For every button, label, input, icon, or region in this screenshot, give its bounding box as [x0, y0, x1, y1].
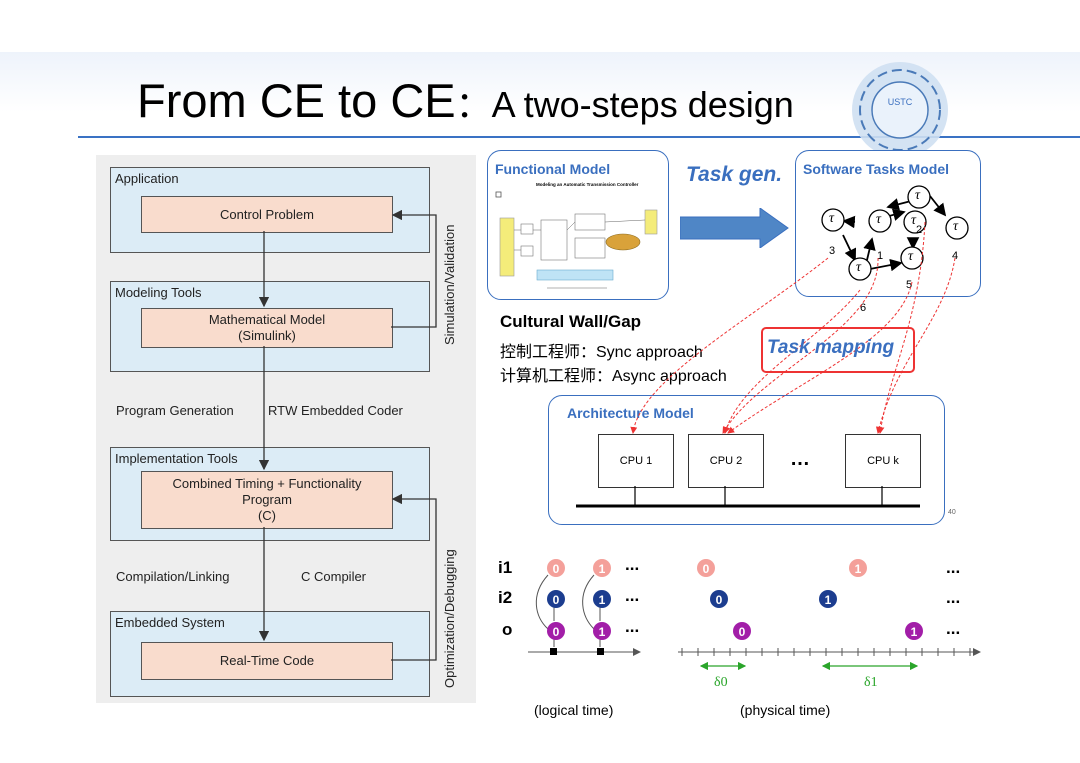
token-i1-0-physical: 0: [703, 562, 710, 576]
application-label: Application: [115, 171, 179, 186]
slide-title: From CE to CE：A two-steps design: [137, 73, 794, 128]
title-main: From CE to CE: [137, 74, 456, 127]
dots-o-physical: ...: [946, 619, 961, 638]
page-number: 40: [948, 509, 956, 516]
tau-node-b: τ: [876, 212, 882, 227]
combined-line1: Combined Timing + Functionality: [172, 476, 362, 491]
cpu-2-node: CPU 2: [688, 434, 764, 488]
control-problem-box: Control Problem: [141, 196, 393, 233]
token-i2-1-logical: 1: [599, 593, 606, 607]
token-i1-0-logical: 0: [553, 562, 560, 576]
dots-i1-physical: ...: [946, 558, 961, 577]
node-number-6: 6: [860, 302, 867, 314]
logical-time-label: (logical time): [534, 702, 614, 718]
task-mapping-label: Task mapping: [767, 337, 895, 358]
tau-node-f: τ: [856, 260, 862, 275]
real-time-code-box: Real-Time Code: [141, 642, 393, 680]
dots-o-logical: ...: [625, 617, 640, 636]
title-underline: [78, 136, 1080, 138]
combined-line2: Program: [242, 492, 292, 507]
token-o-1-physical: 1: [911, 625, 918, 639]
row-label-o: o: [502, 620, 513, 639]
task-gen-arrow-icon: [680, 208, 789, 248]
functional-model-title: Functional Model: [495, 161, 611, 177]
cultural-gap-heading: Cultural Wall/Gap: [500, 312, 642, 331]
tau-node-e: τ: [953, 219, 959, 234]
design-flow-diagram: Application Control Problem Modeling Too…: [96, 155, 476, 703]
node-number-1: 1: [877, 250, 884, 262]
title-separator: ：: [455, 84, 492, 125]
combined-line3: (C): [257, 508, 277, 523]
task-graph: [821, 185, 969, 281]
tau-node-c: τ: [915, 188, 921, 203]
modeling-tools-label: Modeling Tools: [115, 285, 202, 300]
token-o-0-physical: 0: [739, 625, 746, 639]
timing-diagram: 0 1 0 1 0 1 0 1 0 1 0 1: [528, 559, 981, 671]
c-compiler-label: C Compiler: [301, 569, 367, 584]
compilation-linking-label: Compilation/Linking: [116, 569, 230, 584]
token-o-0-logical: 0: [553, 625, 560, 639]
delta0-label: δ0: [714, 675, 728, 690]
node-number-4: 4: [952, 250, 959, 262]
math-model-line1: Mathematical Model: [208, 312, 326, 327]
title-subtitle: A two-steps design: [491, 84, 794, 125]
rtw-coder-label: RTW Embedded Coder: [268, 403, 403, 418]
dots-i2-logical: ...: [625, 586, 640, 605]
functional-model-inner-title: Modeling an Automatic Transmission Contr…: [536, 182, 639, 187]
token-i2-0-physical: 0: [716, 593, 723, 607]
task-mapping-box: [761, 327, 915, 373]
architecture-bus: [576, 486, 920, 508]
dots-i2-physical: ...: [946, 588, 961, 607]
token-i1-1-logical: 1: [599, 562, 606, 576]
tau-node-d: τ: [911, 213, 917, 228]
flow-arrows: [258, 209, 437, 661]
node-number-2: 2: [916, 224, 923, 236]
cpu-k-node: CPU k: [845, 434, 921, 488]
tau-node-a: τ: [829, 211, 835, 226]
row-label-i1: i1: [498, 558, 513, 577]
delta1-label: δ1: [864, 675, 878, 690]
token-i1-1-physical: 1: [855, 562, 862, 576]
cultural-line-sync: 控制工程师：Sync approach: [500, 344, 703, 361]
simulink-model-thumbnail: [495, 191, 658, 289]
token-o-1-logical: 1: [599, 625, 606, 639]
embedded-system-label: Embedded System: [115, 615, 225, 630]
program-generation-label: Program Generation: [116, 403, 234, 418]
physical-time-label: (physical time): [740, 702, 831, 718]
architecture-model-title: Architecture Model: [567, 405, 694, 421]
tau-node-g: τ: [908, 249, 914, 264]
token-i2-0-logical: 0: [553, 593, 560, 607]
task-gen-label: Task gen.: [686, 163, 783, 186]
cpu-ellipsis: …: [790, 448, 810, 470]
software-tasks-model-title: Software Tasks Model: [803, 161, 950, 177]
logo-text: USTC: [888, 97, 913, 107]
dots-i1-logical: ...: [625, 555, 640, 574]
cpu-1-node: CPU 1: [598, 434, 674, 488]
math-model-line2: (Simulink): [238, 328, 296, 343]
cultural-line-async: 计算机工程师：Async approach: [500, 368, 727, 385]
token-i2-1-physical: 1: [825, 593, 832, 607]
node-number-5: 5: [906, 279, 913, 291]
ustc-logo-icon: USTC: [852, 62, 948, 158]
mathematical-model-box: Mathematical Model (Simulink): [141, 308, 393, 348]
implementation-tools-label: Implementation Tools: [115, 451, 238, 466]
row-label-i2: i2: [498, 588, 513, 607]
node-number-3: 3: [829, 245, 836, 257]
